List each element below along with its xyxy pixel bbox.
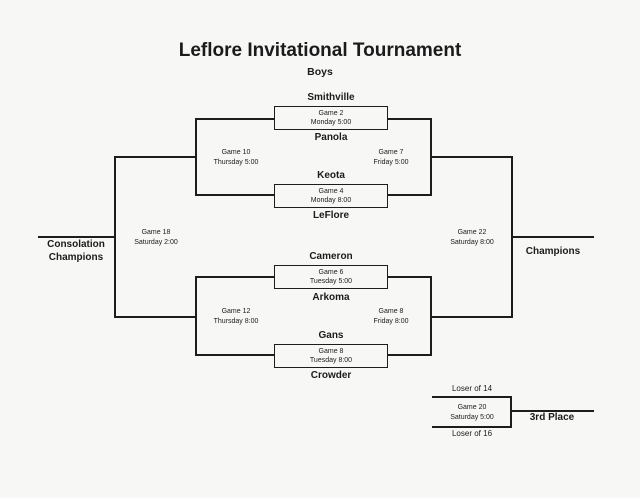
bracket-line bbox=[114, 156, 197, 158]
game-number: Game 2 bbox=[318, 110, 344, 117]
game-note-22: Game 22 Saturday 8:00 bbox=[432, 228, 512, 248]
game-note-7: Game 7 Friday 5:00 bbox=[351, 148, 431, 168]
consolation-label-line-2: Champions bbox=[48, 252, 104, 263]
bracket-line bbox=[510, 396, 512, 428]
game-number: Game 22 bbox=[457, 229, 487, 236]
game-note-12: Game 12 Thursday 8:00 bbox=[196, 307, 276, 327]
game-time: Friday 5:00 bbox=[373, 159, 409, 166]
third-place-label: 3rd Place bbox=[529, 412, 575, 423]
bracket-line bbox=[388, 194, 432, 196]
game-number: Game 7 bbox=[378, 149, 404, 156]
game-time: Saturday 5:00 bbox=[450, 414, 494, 421]
consolation-label-line-1: Consolation bbox=[47, 239, 105, 250]
game-time: Saturday 8:00 bbox=[450, 239, 494, 246]
game-time: Thursday 5:00 bbox=[213, 159, 259, 166]
game-number: Game 20 bbox=[457, 404, 487, 411]
team-name: Gans bbox=[318, 330, 344, 341]
game-box: Game 4 Monday 8:00 bbox=[274, 184, 388, 208]
bracket-line bbox=[195, 276, 274, 278]
game-note-10: Game 10 Thursday 5:00 bbox=[196, 148, 276, 168]
team-name: Panola bbox=[314, 132, 348, 143]
game-box: Game 2 Monday 5:00 bbox=[274, 106, 388, 130]
loser-top: Loser of 14 bbox=[451, 384, 493, 393]
game-time: Monday 8:00 bbox=[310, 197, 352, 204]
bracket-line bbox=[510, 410, 594, 412]
bracket-line bbox=[430, 316, 513, 318]
team-name: Keota bbox=[317, 170, 345, 181]
game-time: Thursday 8:00 bbox=[213, 318, 259, 325]
game-time: Monday 5:00 bbox=[310, 119, 352, 126]
team-name: Smithville bbox=[307, 92, 355, 103]
game-number: Game 8 bbox=[318, 348, 344, 355]
bracket-line bbox=[195, 194, 274, 196]
page-title: Leflore Invitational Tournament bbox=[178, 40, 462, 61]
bracket-line bbox=[388, 276, 432, 278]
bracket-line bbox=[114, 316, 197, 318]
bracket-line bbox=[430, 156, 513, 158]
bracket-line bbox=[432, 396, 512, 398]
game-time: Tuesday 8:00 bbox=[309, 357, 353, 364]
bracket-line bbox=[38, 236, 116, 238]
game-note-18: Game 18 Saturday 2:00 bbox=[116, 228, 196, 248]
game-number: Game 4 bbox=[318, 188, 344, 195]
game-box: Game 8 Tuesday 8:00 bbox=[274, 344, 388, 368]
page-subtitle: Boys bbox=[307, 66, 333, 78]
consolation-label: Consolation Champions bbox=[38, 238, 114, 264]
bracket-line bbox=[388, 118, 432, 120]
team-name: Cameron bbox=[309, 251, 353, 262]
game-note-20: Game 20 Saturday 5:00 bbox=[432, 403, 512, 423]
game-number: Game 18 bbox=[141, 229, 171, 236]
game-number: Game 12 bbox=[221, 308, 251, 315]
game-box: Game 6 Tuesday 5:00 bbox=[274, 265, 388, 289]
game-number: Game 8 bbox=[378, 308, 404, 315]
bracket-line bbox=[432, 426, 512, 428]
game-number: Game 6 bbox=[318, 269, 344, 276]
team-name: LeFlore bbox=[312, 210, 350, 221]
bracket-line bbox=[511, 236, 594, 238]
team-name: Arkoma bbox=[312, 292, 350, 303]
game-time: Tuesday 5:00 bbox=[309, 278, 353, 285]
game-note-8: Game 8 Friday 8:00 bbox=[351, 307, 431, 327]
game-number: Game 10 bbox=[221, 149, 251, 156]
team-name: Crowder bbox=[310, 370, 352, 381]
bracket-line bbox=[195, 118, 274, 120]
game-time: Saturday 2:00 bbox=[134, 239, 178, 246]
champions-label: Champions bbox=[525, 246, 581, 257]
bracket-line bbox=[388, 354, 432, 356]
game-time: Friday 8:00 bbox=[373, 318, 409, 325]
loser-bottom: Loser of 16 bbox=[451, 429, 493, 438]
bracket-line bbox=[195, 354, 274, 356]
